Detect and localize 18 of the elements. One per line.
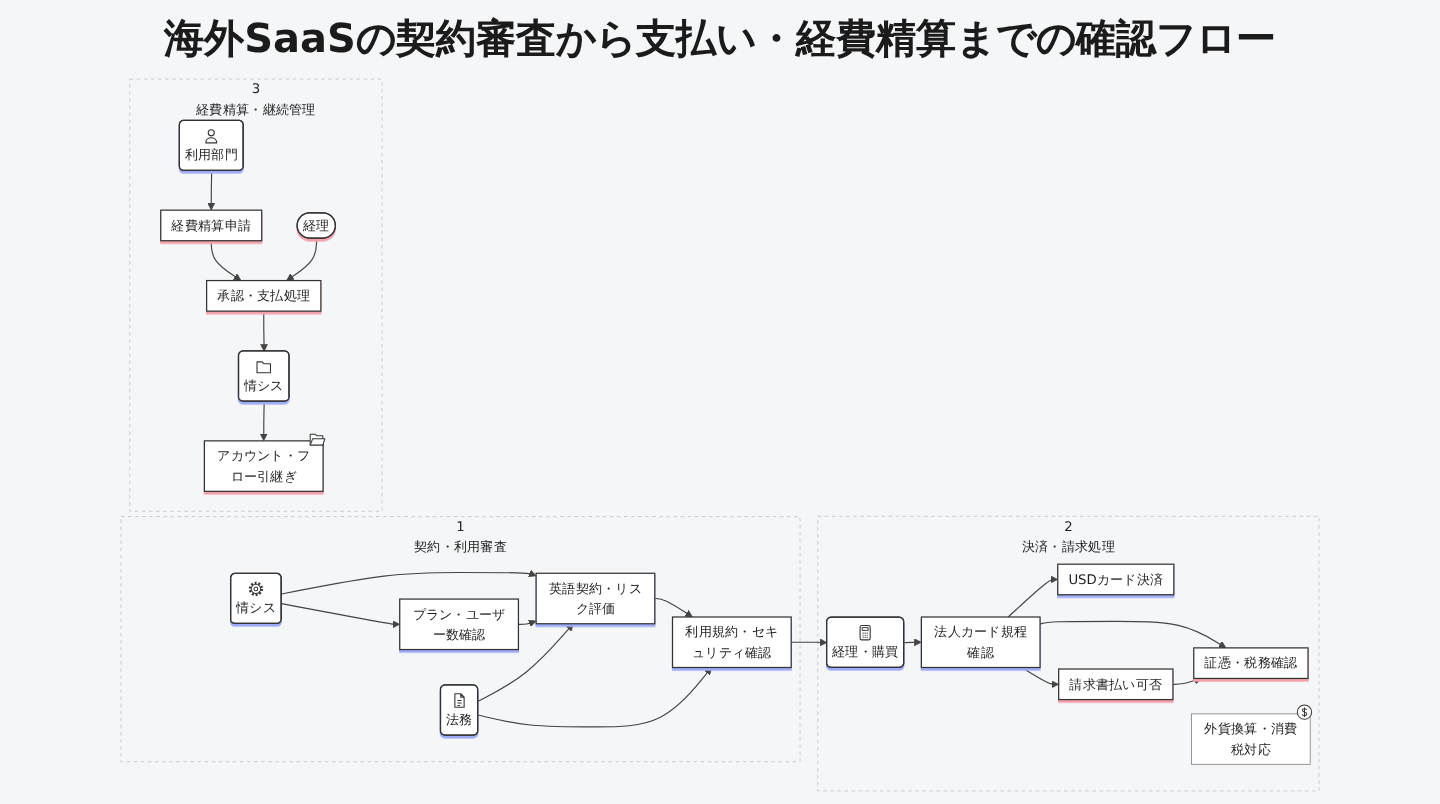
arrow — [477, 623, 574, 702]
arrow — [286, 237, 318, 281]
arrow — [1021, 666, 1060, 689]
arrow — [1039, 620, 1227, 649]
title: 海外SaaSの契約審査から支払い・経費精算までの確認フロー — [161, 12, 1278, 66]
arrow — [210, 240, 242, 281]
arrow — [1172, 676, 1202, 685]
arrow — [207, 170, 216, 211]
arrow — [903, 638, 922, 647]
arrow — [517, 619, 537, 628]
arrow — [477, 667, 712, 728]
arrow — [281, 569, 537, 595]
arrow — [1007, 575, 1059, 618]
arrow — [259, 400, 268, 442]
arrow — [790, 638, 828, 647]
arrow — [281, 603, 401, 629]
arrow — [654, 597, 693, 618]
arrow — [260, 310, 268, 352]
